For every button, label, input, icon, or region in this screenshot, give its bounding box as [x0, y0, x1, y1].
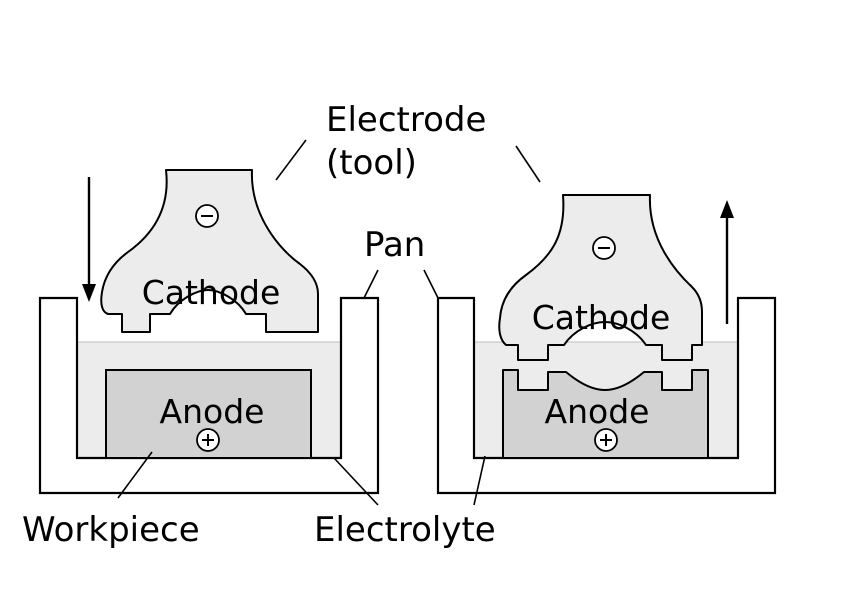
- right-anode-label: Anode: [545, 392, 650, 431]
- electrode-leader-left: [275, 139, 307, 181]
- left-setup: Anode Cathode: [38, 169, 380, 495]
- left-pan: [38, 296, 380, 495]
- electrolyte-leader-left: [333, 457, 379, 506]
- left-cathode: [100, 169, 319, 333]
- pan-leader-right: [423, 269, 439, 299]
- right-cathode-label: Cathode: [532, 298, 671, 337]
- left-cathode-label: Cathode: [142, 273, 281, 312]
- right-cathode-minus-icon: [592, 236, 616, 260]
- left-anode-label: Anode: [160, 392, 265, 431]
- right-setup: Anode Cathode: [436, 194, 777, 495]
- left-cathode-minus-icon: [195, 204, 219, 228]
- electrode-leader-right: [515, 145, 541, 183]
- leader-lines: [117, 139, 541, 506]
- pan-label: Pan: [364, 225, 425, 265]
- electrolyte-leader-right: [473, 455, 486, 506]
- workpiece-label: Workpiece: [22, 510, 200, 550]
- tool-label: (tool): [326, 143, 417, 183]
- right-anode-plus-icon: [594, 428, 618, 452]
- right-pan: [436, 296, 777, 495]
- right-cathode: [498, 194, 703, 361]
- electrolyte-label: Electrolyte: [314, 510, 496, 550]
- right-anode: [502, 369, 709, 459]
- left-anode-plus-icon: [196, 428, 220, 452]
- right-up-arrow-icon: [720, 200, 734, 324]
- pan-leader-left: [363, 269, 379, 299]
- workpiece-leader: [117, 451, 153, 499]
- left-down-arrow-icon: [82, 177, 96, 302]
- electrode-label: Electrode: [326, 100, 486, 140]
